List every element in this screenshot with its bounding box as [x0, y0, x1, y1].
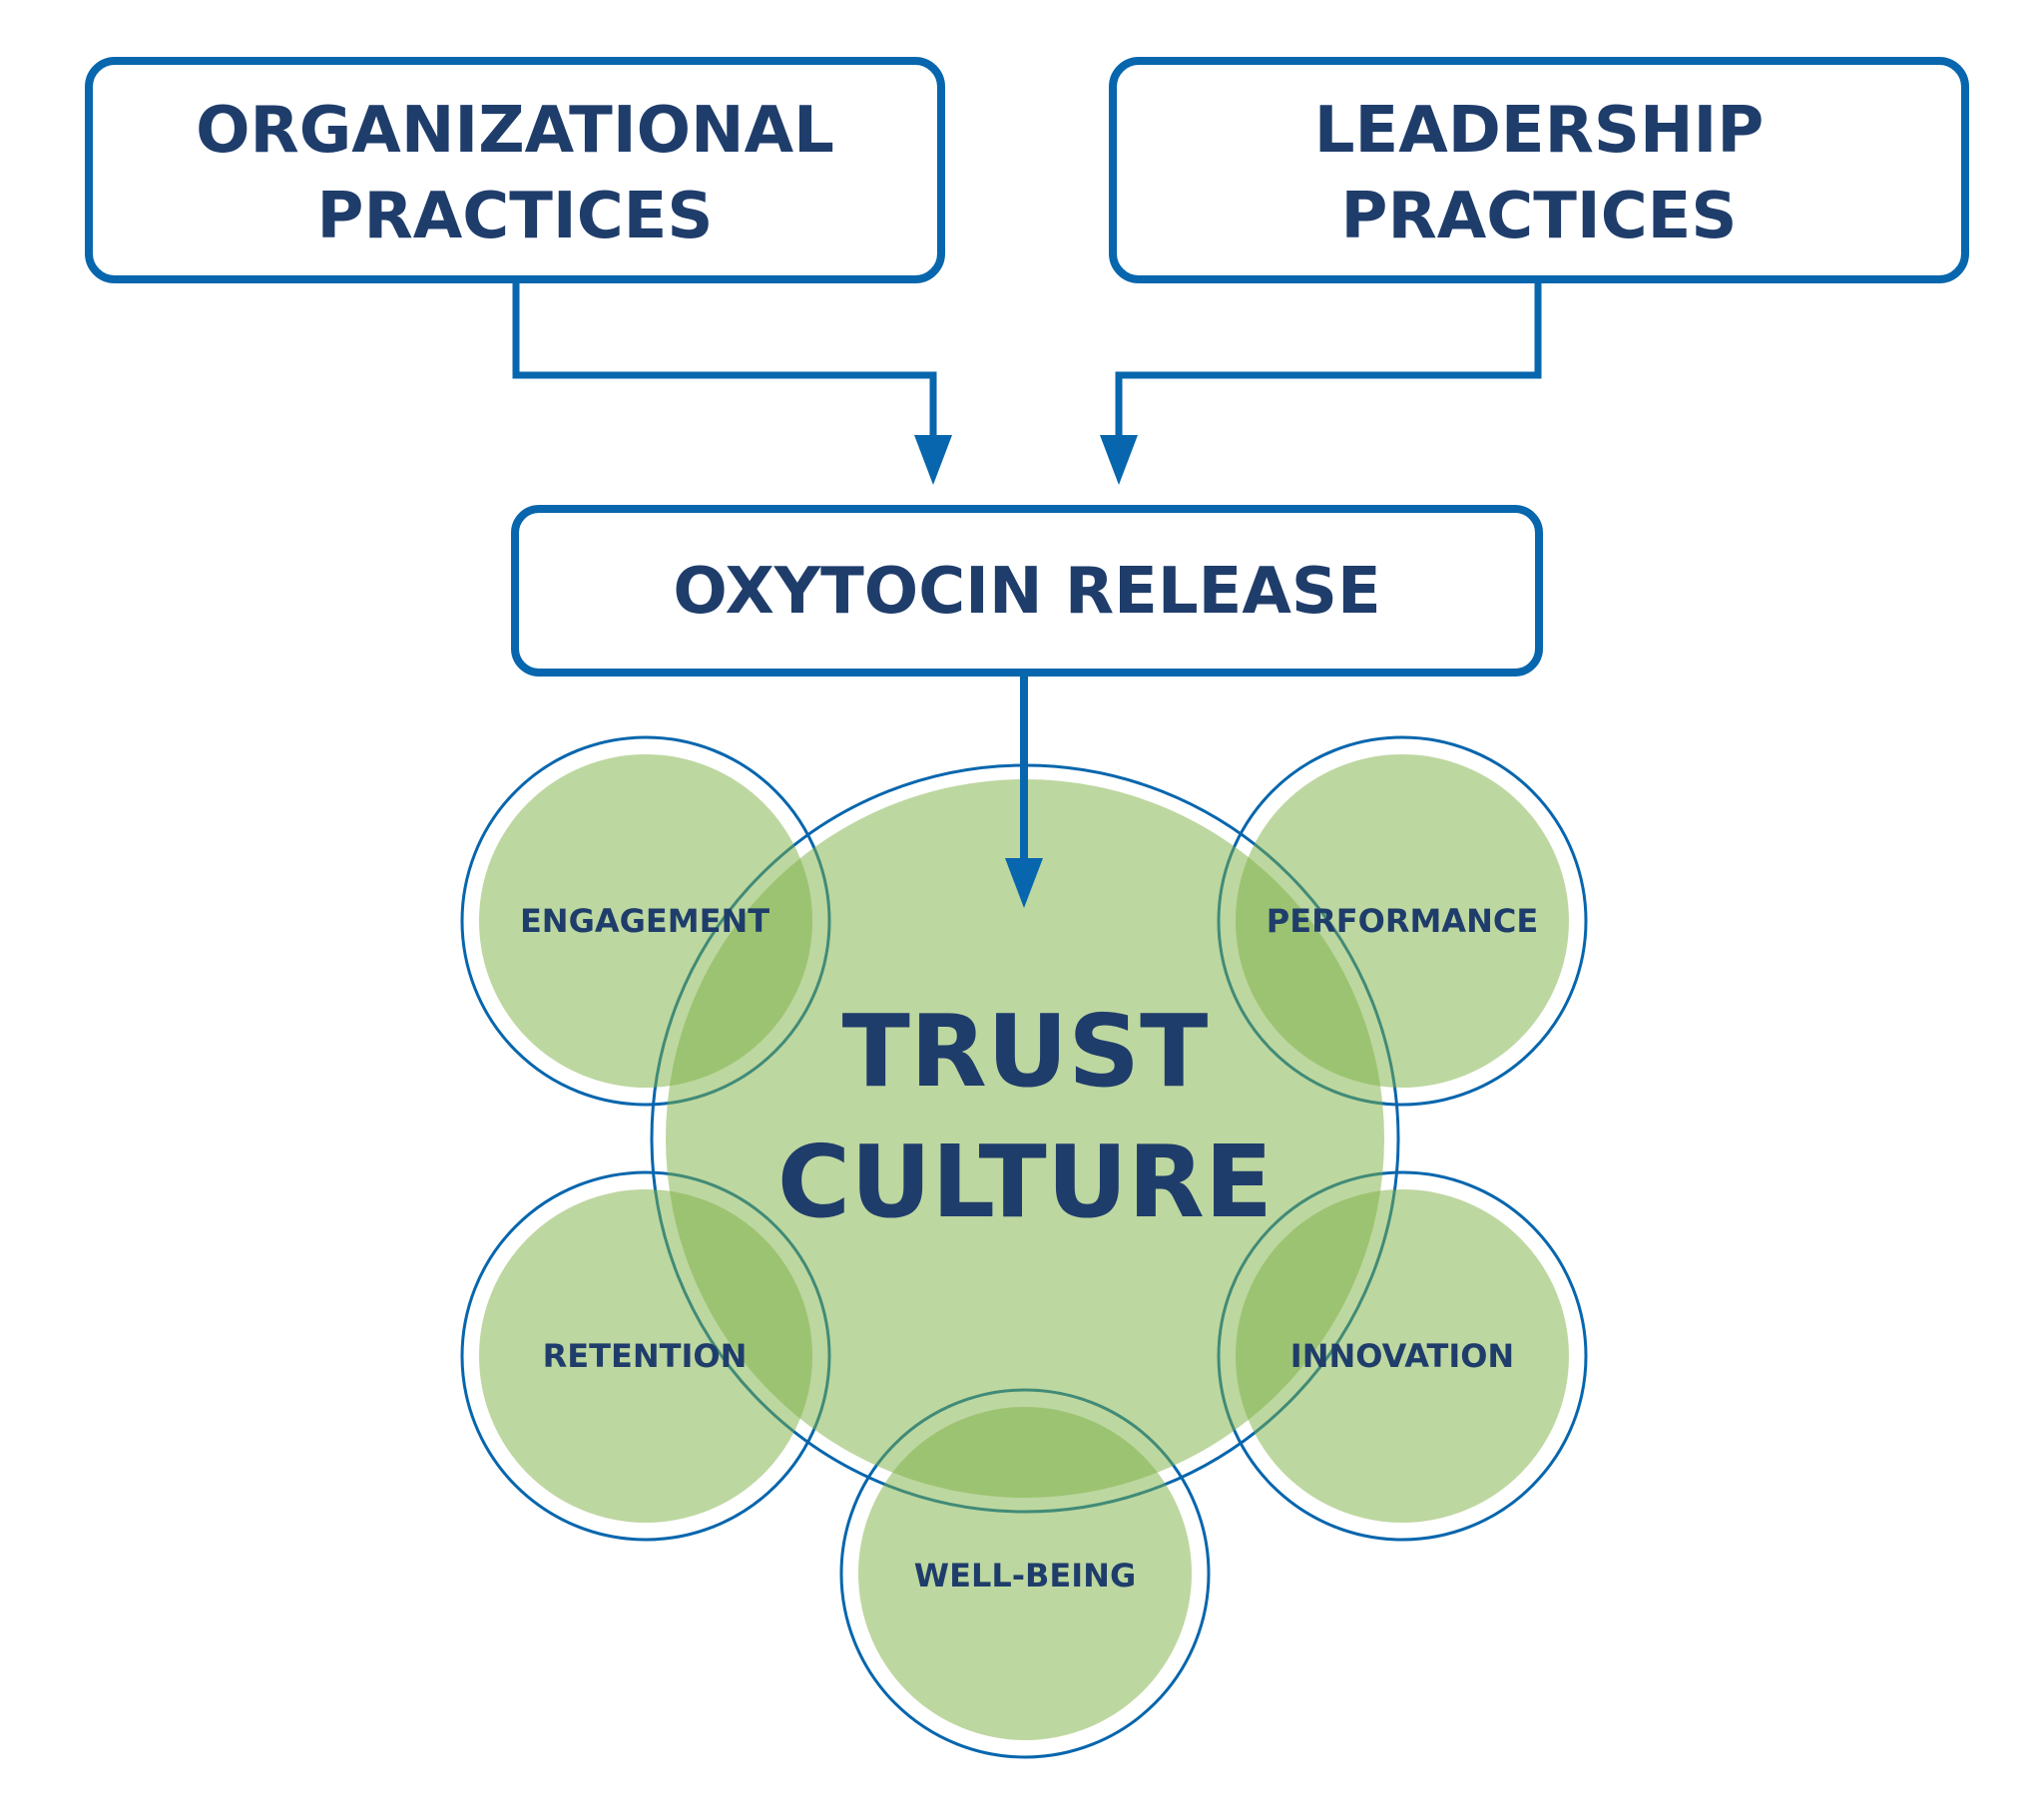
organizational-practices-box: ORGANIZATIONAL PRACTICES [85, 57, 945, 283]
arrowhead-icon [914, 435, 952, 485]
left-connector-arrow [512, 281, 952, 485]
leadership-practices-line2: PRACTICES [1341, 180, 1738, 253]
innovation-circle [1236, 1189, 1569, 1523]
outcome-performance-label: PERFORMANCE [1267, 902, 1538, 940]
retention-circle [479, 1189, 812, 1523]
outcome-retention-label: RETENTION [543, 1337, 748, 1375]
trust-culture-circle [666, 779, 1384, 1498]
outcome-innovation-label: INNOVATION [1290, 1337, 1514, 1375]
well-being-circle [858, 1407, 1192, 1740]
oxytocin-release-label: OXYTOCIN RELEASE [673, 555, 1380, 629]
center-arrow [1005, 673, 1043, 908]
oxytocin-release-box: OXYTOCIN RELEASE [511, 505, 1543, 677]
engagement-circle [479, 754, 812, 1088]
leadership-practices-box: LEADERSHIP PRACTICES [1109, 57, 1969, 283]
leadership-practices-line1: LEADERSHIP [1314, 94, 1765, 168]
outcome-well-being-label: WELL-BEING [914, 1557, 1136, 1594]
performance-circle [1236, 754, 1569, 1088]
right-connector-arrow [1100, 281, 1542, 485]
green-circles [479, 754, 1569, 1740]
organizational-practices-line1: ORGANIZATIONAL [196, 94, 834, 168]
trust-culture-line2: CULTURE [777, 1124, 1273, 1240]
outcome-engagement-label: ENGAGEMENT [520, 902, 769, 940]
trust-culture-line1: TRUST [842, 993, 1209, 1110]
organizational-practices-line2: PRACTICES [317, 180, 714, 253]
arrowhead-icon [1100, 435, 1138, 485]
arrowhead-icon [1005, 858, 1043, 908]
